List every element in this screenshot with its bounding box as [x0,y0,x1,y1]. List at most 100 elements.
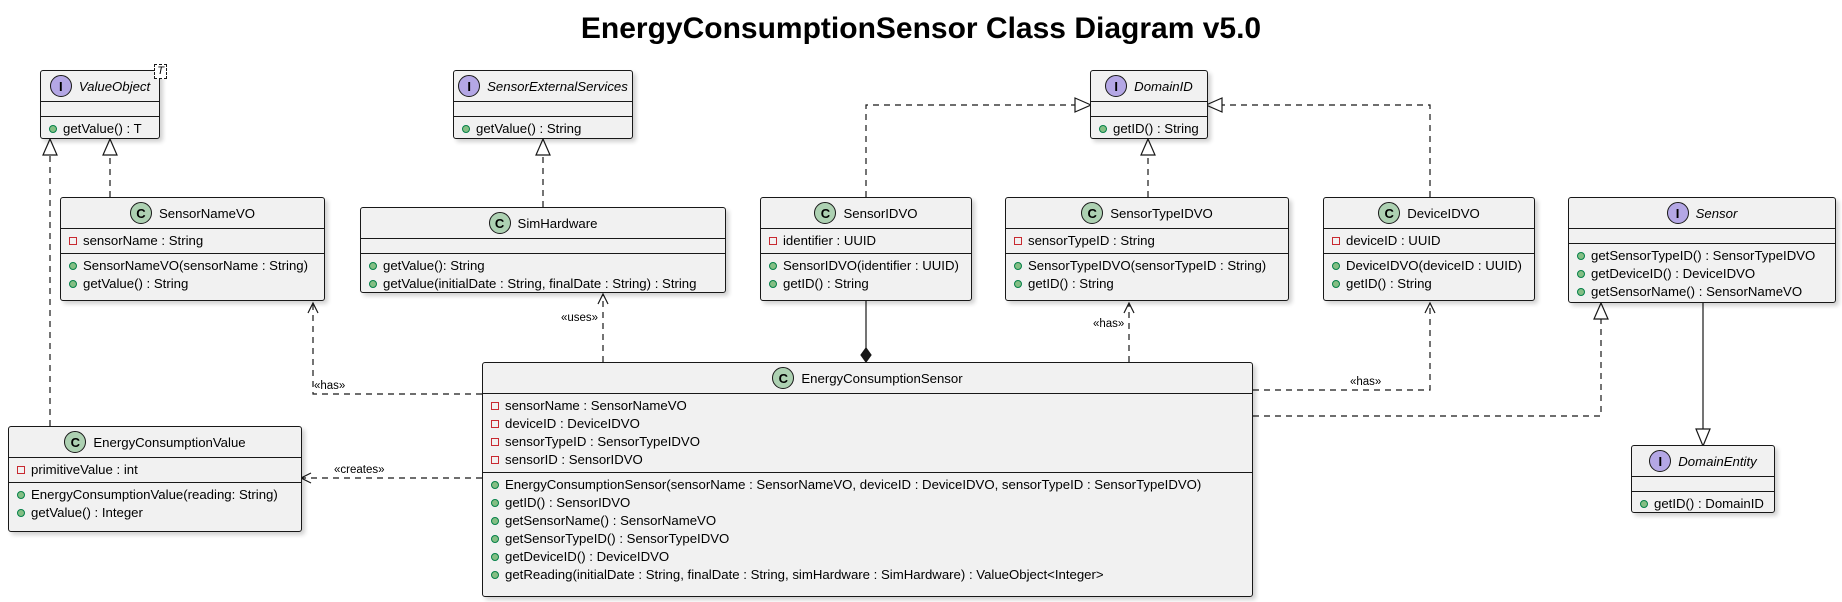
edge-label-has: «has» [1093,318,1125,330]
method: getID() : String [1113,121,1199,136]
public-marker [1577,252,1585,260]
attribute: deviceID : UUID [1346,233,1441,248]
public-marker [1332,280,1340,288]
realization-arrowhead [1074,97,1093,113]
attribute: deviceID : DeviceIDVO [505,416,640,431]
class-badge: C [129,202,152,224]
class-name: ValueObject [78,78,151,94]
attributes-section [1632,477,1774,492]
edge-label-has: «has» [1350,376,1382,388]
attributes-section [1569,229,1835,244]
methods-section: getSensorTypeID() : SensorTypeIDVO getDe… [1569,244,1835,304]
public-marker [491,553,499,561]
method: getValue() : Integer [31,505,143,520]
public-marker [1099,125,1107,133]
realization-arrowhead [1204,97,1223,113]
interface-badge: I [458,75,481,97]
method: getReading(initialDate : String, finalDa… [505,567,1104,582]
attributes-section [41,102,159,117]
interface-sensorexternalservices[interactable]: I SensorExternalServices getValue() : St… [453,70,633,139]
methods-section: getID() : String [1091,117,1207,141]
method: getID() : String [783,276,869,291]
class-deviceidvo[interactable]: C DeviceIDVO deviceID : UUID DeviceIDVO(… [1323,197,1535,301]
dependency-arrowhead [1123,301,1135,314]
class-name: SensorExternalServices [487,78,628,94]
attribute: sensorTypeID : SensorTypeIDVO [505,434,700,449]
edge-energyconsumptionsensor-sensornamevo [312,304,482,395]
class-badge: C [64,431,87,453]
methods-section: getValue(): String getValue(initialDate … [361,254,725,296]
private-marker [17,466,25,474]
class-sensoridvo[interactable]: C SensorIDVO identifier : UUID SensorIDV… [760,197,972,301]
methods-section: SensorTypeIDVO(sensorTypeID : String) ge… [1006,254,1288,296]
attributes-section [1091,102,1207,117]
public-marker [1332,262,1340,270]
class-name: EnergyConsumptionValue [93,434,246,450]
attribute: primitiveValue : int [31,462,138,477]
method: getDeviceID() : DeviceIDVO [1591,266,1756,281]
realization-arrowhead [1593,301,1609,320]
interface-domainid[interactable]: I DomainID getID() : String [1090,70,1208,139]
interface-sensor[interactable]: I Sensor getSensorTypeID() : SensorTypeI… [1568,197,1836,303]
method: getID() : String [1028,276,1114,291]
public-marker [1577,270,1585,278]
methods-section: getValue() : T [41,117,159,141]
class-badge: C [1081,202,1104,224]
class-name: SensorNameVO [158,205,255,221]
class-sensortypeidvo[interactable]: C SensorTypeIDVO sensorTypeID : String S… [1005,197,1289,301]
class-badge: C [488,212,511,234]
class-sensornamevo[interactable]: C SensorNameVO sensorName : String Senso… [60,197,325,301]
interface-valueobject[interactable]: I ValueObject T getValue() : T [40,64,167,141]
realization-arrowhead [1140,137,1156,156]
method: getID() : SensorIDVO [505,495,631,510]
method: getValue() : String [476,121,582,136]
realization-arrowhead [535,137,551,156]
attribute: sensorTypeID : String [1028,233,1155,248]
attributes-section: sensorName : String [61,229,324,254]
interface-domainentity[interactable]: I DomainEntity getID() : DomainID [1631,445,1775,513]
attributes-section: deviceID : UUID [1324,229,1534,254]
edge-sensoridvo-domainid [865,104,1090,197]
interface-badge: I [1649,450,1672,472]
public-marker [17,509,25,517]
public-marker [1014,280,1022,288]
edge-label-creates: «creates» [334,464,385,476]
method: getSensorTypeID() : SensorTypeIDVO [1591,248,1816,263]
edge-label-has: «has» [314,380,346,392]
attribute: sensorID : SensorIDVO [505,452,643,467]
edge-deviceidvo-domainid [1207,104,1431,197]
private-marker [1014,237,1022,245]
private-marker [491,456,499,464]
methods-section: DeviceIDVO(deviceID : UUID) getID() : St… [1324,254,1534,296]
method: SensorTypeIDVO(sensorTypeID : String) [1028,258,1267,273]
interface-badge: I [1105,75,1128,97]
class-name: Sensor [1695,205,1738,221]
method: getSensorName() : SensorNameVO [505,513,717,528]
public-marker [491,481,499,489]
method: EnergyConsumptionSensor(sensorName : Sen… [505,477,1202,492]
public-marker [769,280,777,288]
private-marker [769,237,777,245]
public-marker [369,262,377,270]
attribute: sensorName : SensorNameVO [505,398,687,413]
public-marker [769,262,777,270]
class-simhardware[interactable]: C SimHardware getValue(): String getValu… [360,207,726,293]
method: getDeviceID() : DeviceIDVO [505,549,670,564]
class-badge: C [1378,202,1401,224]
class-energyconsumptionsensor[interactable]: C EnergyConsumptionSensor sensorName : S… [482,362,1253,597]
public-marker [491,499,499,507]
method: DeviceIDVO(deviceID : UUID) [1346,258,1522,273]
method: getValue() : T [63,121,142,136]
class-badge: C [772,367,795,389]
attribute: identifier : UUID [783,233,877,248]
class-name: DeviceIDVO [1407,205,1480,221]
private-marker [1332,237,1340,245]
public-marker [1014,262,1022,270]
method: getID() : DomainID [1654,496,1764,511]
class-energyconsumptionvalue[interactable]: C EnergyConsumptionValue primitiveValue … [8,426,302,532]
attributes-section [454,102,632,117]
class-name: DomainID [1134,78,1193,94]
method: getSensorTypeID() : SensorTypeIDVO [505,531,730,546]
private-marker [69,237,77,245]
method: getValue() : String [83,276,189,291]
